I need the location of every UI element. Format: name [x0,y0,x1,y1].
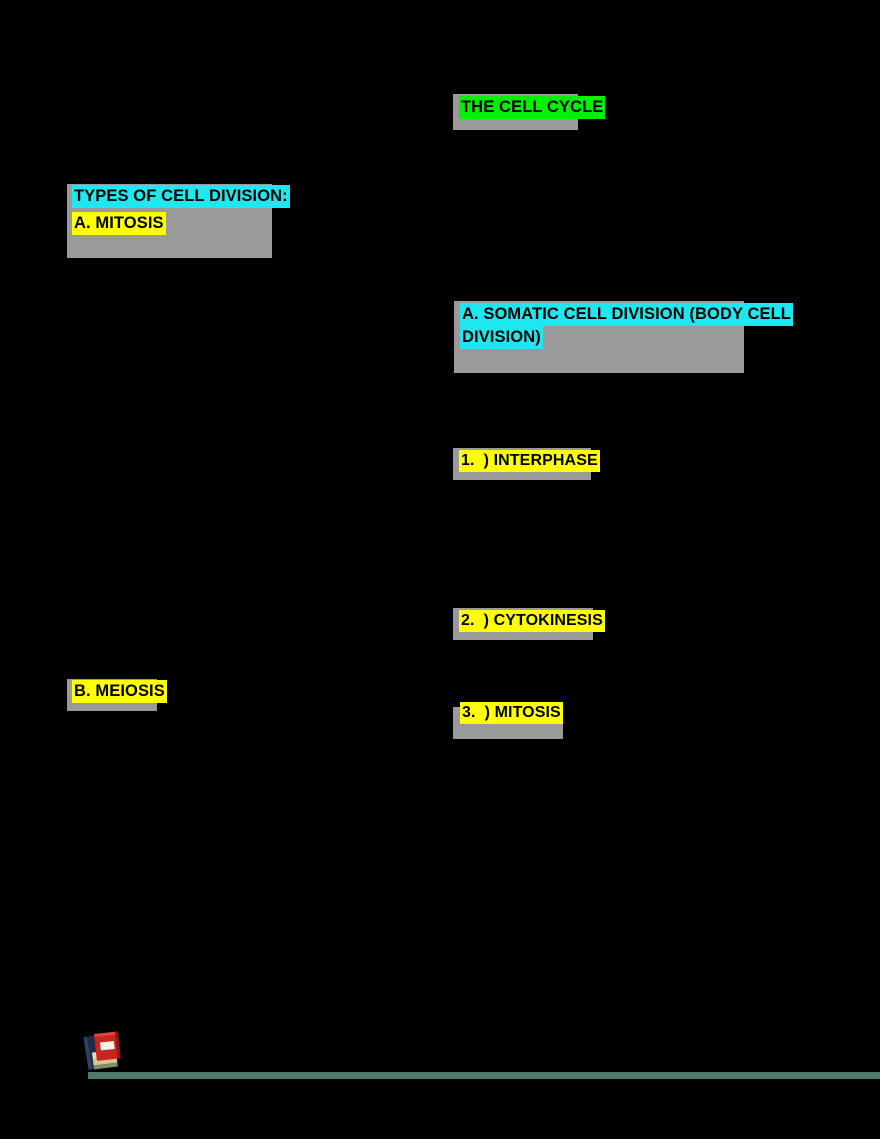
types-heading-line: TYPES OF CELL DIVISION: [72,185,290,208]
interphase-block[interactable]: 1. ) INTERPHASE [453,448,600,480]
types-of-cell-division-heading: TYPES OF CELL DIVISION: [72,185,290,208]
mitosis-step-line: 3. ) MITOSIS [460,702,563,724]
step-2-cytokinesis: 2. ) CYTOKINESIS [459,610,605,632]
title-lines: THE CELL CYCLE [459,96,606,119]
step-1-interphase: 1. ) INTERPHASE [459,450,600,472]
interphase-line: 1. ) INTERPHASE [459,450,600,472]
somatic-lines: A. SOMATIC CELL DIVISION (BODY CELL DIVI… [460,303,793,349]
somatic-heading-line-1: A. SOMATIC CELL DIVISION (BODY CELL [460,303,793,326]
somatic-cell-division-block[interactable]: A. SOMATIC CELL DIVISION (BODY CELL DIVI… [454,301,793,373]
somatic-heading-line-2: DIVISION) [460,325,543,349]
cytokinesis-line: 2. ) CYTOKINESIS [459,610,605,632]
cytokinesis-lines: 2. ) CYTOKINESIS [459,610,605,632]
interphase-lines: 1. ) INTERPHASE [459,450,600,472]
title-line: THE CELL CYCLE [459,96,606,119]
meiosis-item-line: B. MEIOSIS [72,680,167,703]
mitosis-step-lines: 3. ) MITOSIS [460,702,563,724]
types-of-cell-division-block[interactable]: TYPES OF CELL DIVISION: A. MITOSIS [67,184,290,258]
meiosis-block[interactable]: B. MEIOSIS [67,679,167,711]
slide-title-block[interactable]: THE CELL CYCLE [453,94,606,130]
bottom-divider-rule [88,1072,880,1079]
step-3-mitosis: 3. ) MITOSIS [460,702,563,724]
mitosis-item-line: A. MITOSIS [72,211,290,235]
types-lines: TYPES OF CELL DIVISION: A. MITOSIS [72,185,290,235]
cytokinesis-block[interactable]: 2. ) CYTOKINESIS [453,608,605,640]
somatic-line-2: DIVISION) [460,325,793,349]
somatic-line-1: A. SOMATIC CELL DIVISION (BODY CELL [460,303,793,326]
list-item-a-mitosis: A. MITOSIS [72,211,166,235]
books-stack-icon [79,1026,131,1078]
meiosis-lines: B. MEIOSIS [72,680,167,703]
mitosis-step-block[interactable]: 3. ) MITOSIS [453,702,563,739]
page-title: THE CELL CYCLE [459,96,606,119]
list-item-b-meiosis: B. MEIOSIS [72,680,167,703]
